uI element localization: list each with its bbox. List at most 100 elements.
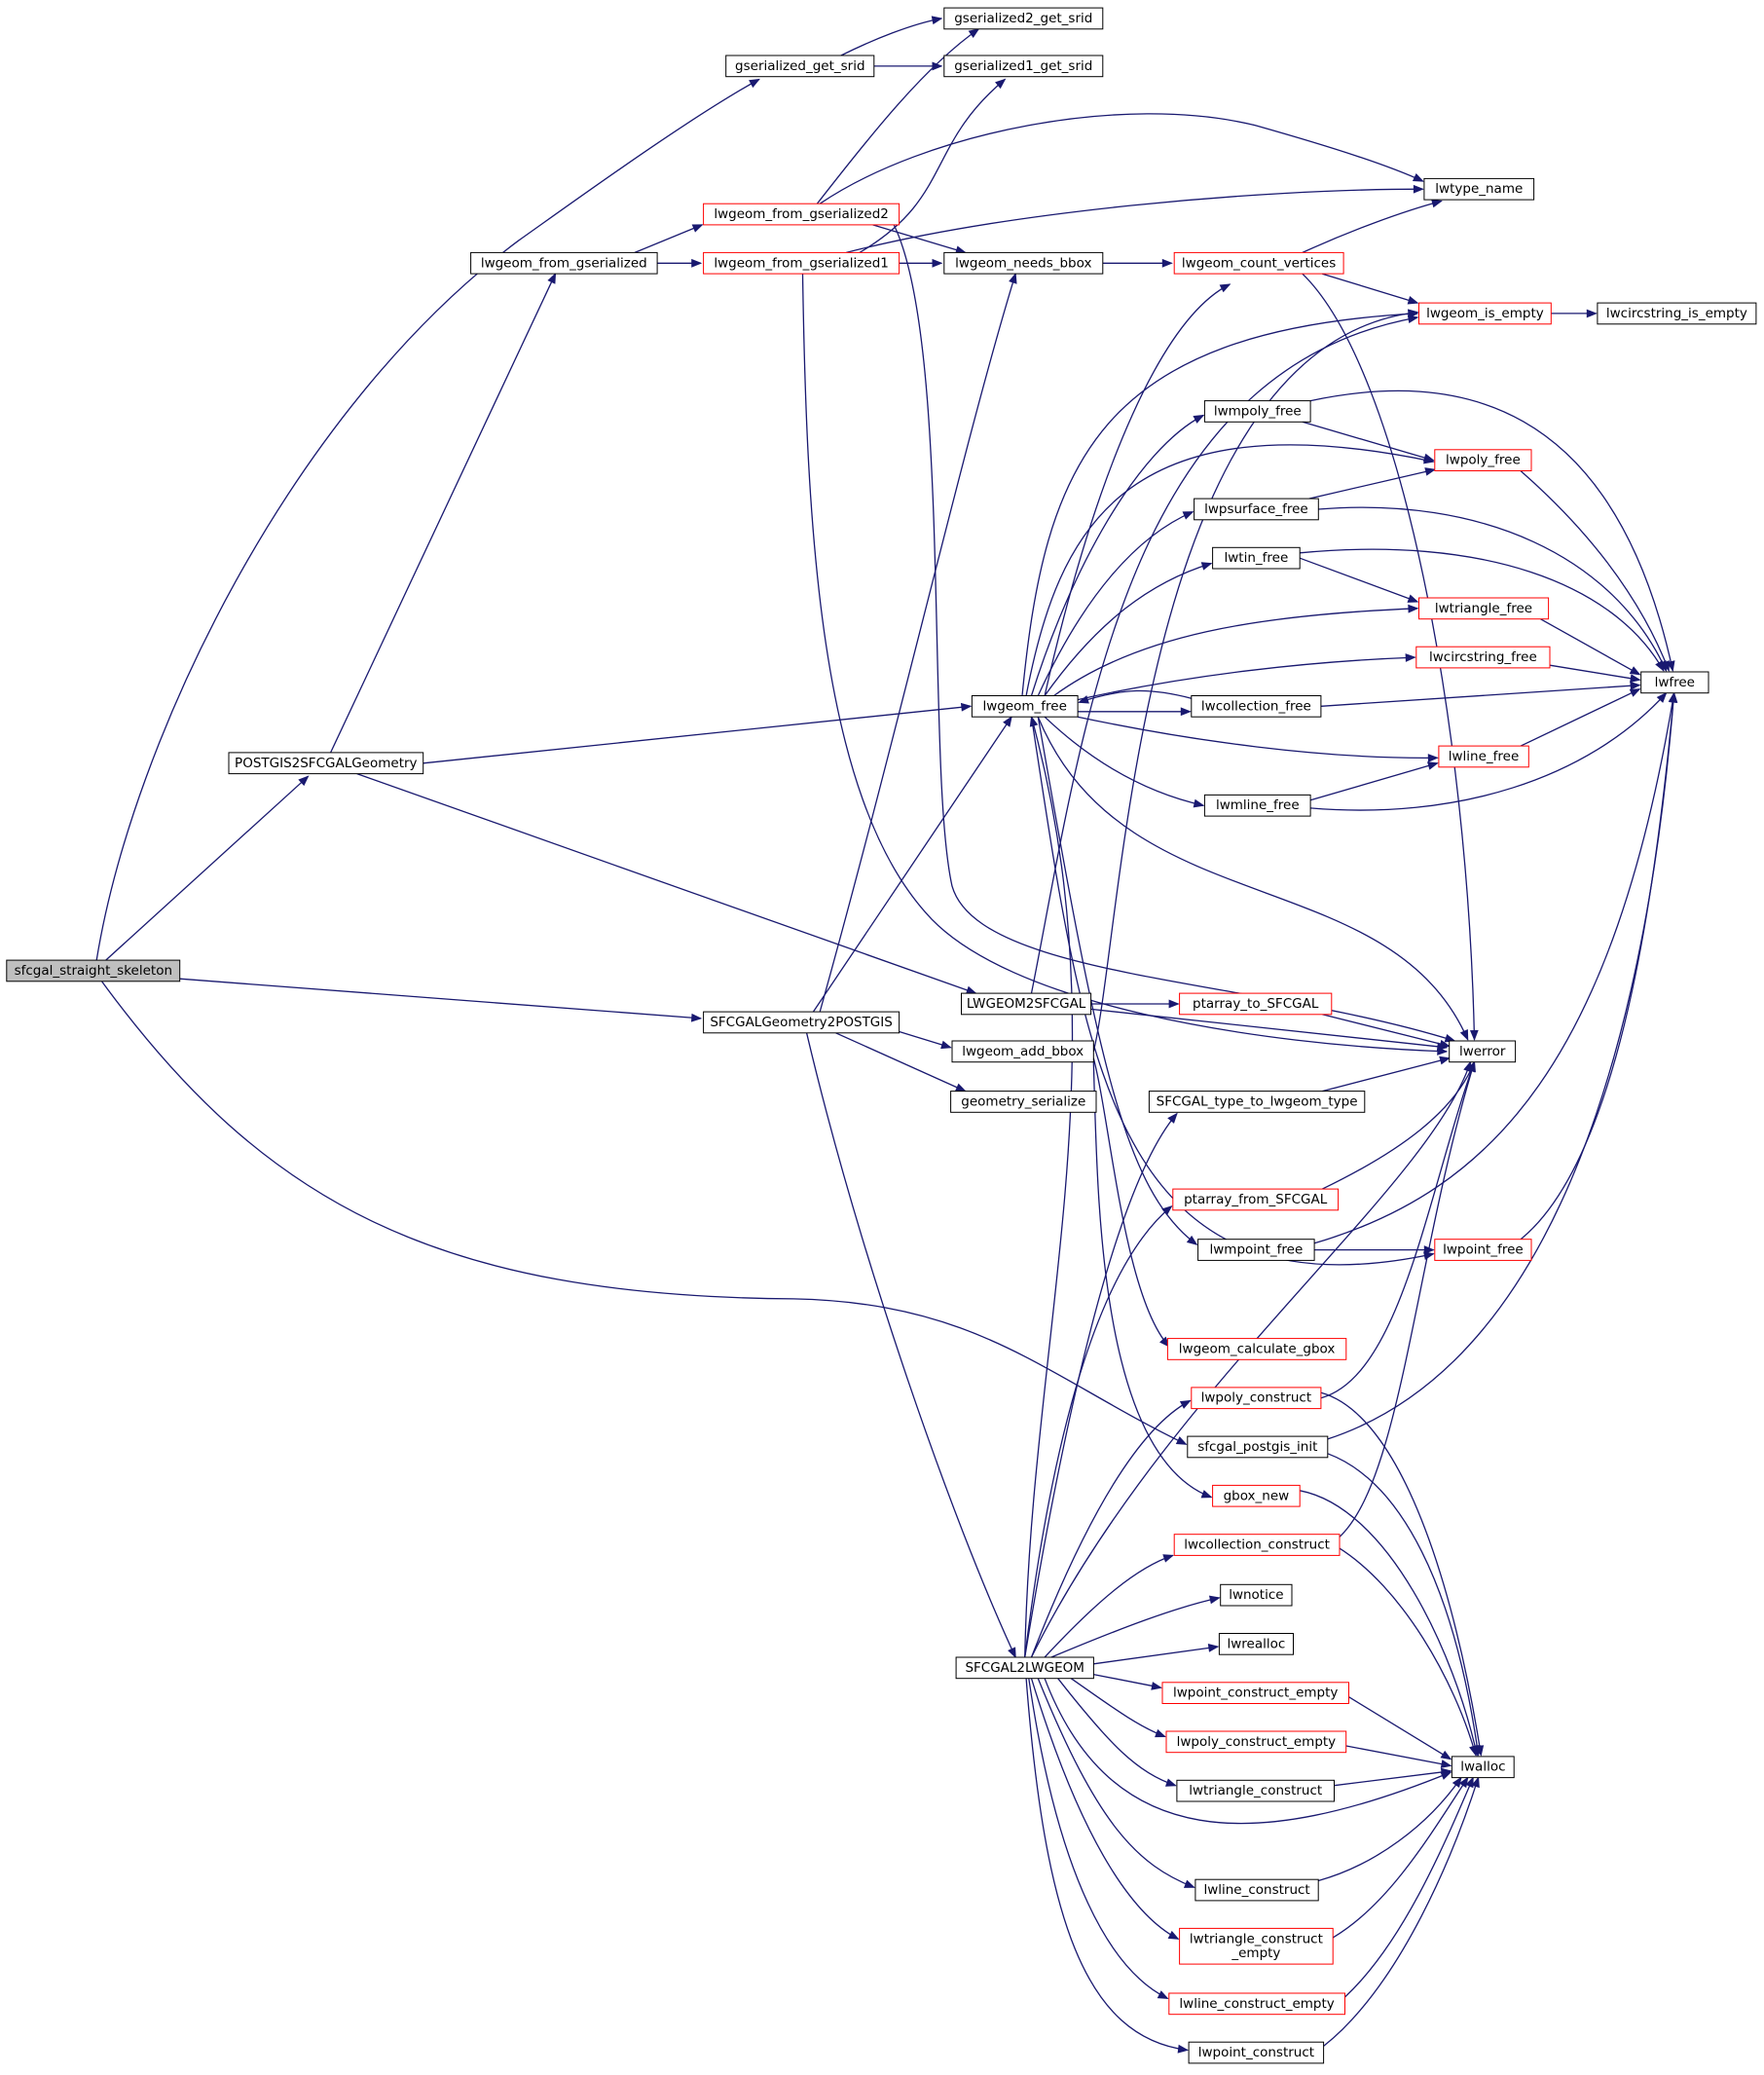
edge-lwpoly_construct_empty-to-lwalloc bbox=[1345, 1745, 1452, 1768]
node-POSTGIS2SFCGALGeometry[interactable]: POSTGIS2SFCGALGeometry bbox=[228, 752, 424, 775]
node-box bbox=[955, 1656, 1094, 1680]
edge-line bbox=[835, 1032, 966, 1093]
node-ptarray_from_SFCGAL[interactable]: ptarray_from_SFCGAL bbox=[1172, 1188, 1340, 1211]
node-box bbox=[1173, 1534, 1341, 1556]
node-label: ptarray_to_SFCGAL bbox=[1193, 996, 1319, 1012]
node-lwcircstring_is_empty[interactable]: lwcircstring_is_empty bbox=[1597, 302, 1757, 325]
node-lwline_construct_empty[interactable]: lwline_construct_empty bbox=[1168, 1992, 1346, 2016]
node-lwrealloc[interactable]: lwrealloc bbox=[1218, 1633, 1295, 1655]
node-lwgeom_free[interactable]: lwgeom_free bbox=[971, 695, 1079, 718]
node-SFCGALGeometry2POSTGIS[interactable]: SFCGALGeometry2POSTGIS bbox=[703, 1011, 900, 1034]
node-lwpoly_free[interactable]: lwpoly_free bbox=[1434, 449, 1532, 471]
arrowhead bbox=[1161, 258, 1173, 268]
arrowhead bbox=[1407, 315, 1419, 324]
node-label: gserialized1_get_srid bbox=[954, 58, 1092, 74]
node-lwline_construct[interactable]: lwline_construct bbox=[1194, 1878, 1319, 1902]
node-box bbox=[1148, 1091, 1366, 1113]
arrowhead bbox=[1629, 666, 1641, 676]
edge-lwpoint_free-to-lwfree bbox=[1520, 691, 1678, 1241]
edge-line bbox=[356, 772, 976, 994]
node-box bbox=[1191, 1387, 1322, 1410]
arrowhead bbox=[691, 258, 703, 268]
node-lwgeom_add_bbox[interactable]: lwgeom_add_bbox bbox=[951, 1040, 1094, 1063]
node-gserialized2_get_srid[interactable]: gserialized2_get_srid bbox=[943, 7, 1104, 30]
node-box bbox=[1438, 745, 1529, 768]
node-sfcgal_postgis_init[interactable]: sfcgal_postgis_init bbox=[1187, 1435, 1329, 1459]
edge-line bbox=[1322, 273, 1418, 304]
edge-line bbox=[1030, 1678, 1179, 1940]
node-lwfree[interactable]: lwfree bbox=[1640, 671, 1709, 694]
node-lwline_free[interactable]: lwline_free bbox=[1438, 745, 1529, 768]
node-box bbox=[1165, 1730, 1347, 1754]
edge-LWGEOM2SFCGAL-to-lwgeom_is_empty bbox=[1030, 315, 1419, 994]
node-label: lwnotice bbox=[1229, 1587, 1283, 1603]
node-lwpoint_free[interactable]: lwpoint_free bbox=[1434, 1239, 1532, 1261]
edge-SFCGAL2LWGEOM-to-lwerror bbox=[1030, 1060, 1472, 1658]
node-box bbox=[1449, 1040, 1517, 1063]
node-lwmpoly_free[interactable]: lwmpoly_free bbox=[1203, 400, 1311, 423]
arrowhead bbox=[1463, 1060, 1472, 1073]
node-box bbox=[943, 251, 1104, 275]
node-gbox_new[interactable]: gbox_new bbox=[1212, 1484, 1301, 1507]
edge-lwpsurface_free-to-lwfree bbox=[1318, 506, 1668, 672]
node-lwtype_name[interactable]: lwtype_name bbox=[1423, 177, 1535, 201]
node-lwmline_free[interactable]: lwmline_free bbox=[1203, 794, 1311, 817]
node-lwtriangle_construct[interactable]: lwtriangle_construct bbox=[1176, 1779, 1336, 1802]
edge-lwgeom_add_bbox-to-gbox_new bbox=[1092, 1061, 1213, 1499]
node-label: SFCGAL_type_to_lwgeom_type bbox=[1157, 1094, 1358, 1110]
node-lwpsurface_free[interactable]: lwpsurface_free bbox=[1194, 498, 1319, 521]
edge-line bbox=[1520, 692, 1675, 1241]
node-lwgeom_calculate_gbox[interactable]: lwgeom_calculate_gbox bbox=[1166, 1338, 1347, 1360]
node-LWGEOM2SFCGAL[interactable]: LWGEOM2SFCGAL bbox=[961, 992, 1092, 1016]
node-lwgeom_count_vertices[interactable]: lwgeom_count_vertices bbox=[1173, 251, 1344, 275]
node-lwcollection_construct[interactable]: lwcollection_construct bbox=[1173, 1534, 1341, 1556]
node-box bbox=[951, 1040, 1094, 1063]
node-box bbox=[1597, 302, 1757, 325]
edge-lwgeom_free-to-lwcollection_free bbox=[1078, 707, 1192, 717]
edge-line bbox=[1549, 664, 1640, 681]
node-lwpoint_construct[interactable]: lwpoint_construct bbox=[1188, 2041, 1325, 2064]
node-lwerror[interactable]: lwerror bbox=[1449, 1040, 1517, 1063]
node-lwalloc[interactable]: lwalloc bbox=[1451, 1756, 1515, 1779]
node-lwgeom_needs_bbox[interactable]: lwgeom_needs_bbox bbox=[943, 251, 1104, 275]
node-lwcollection_free[interactable]: lwcollection_free bbox=[1191, 695, 1322, 718]
node-lwgeom_from_gserialized1[interactable]: lwgeom_from_gserialized1 bbox=[703, 251, 900, 275]
node-lwcircstring_free[interactable]: lwcircstring_free bbox=[1415, 646, 1551, 669]
edge-line bbox=[1327, 1453, 1480, 1756]
edge-lwgeom_from_gserialized-to-lwgeom_from_gserialized1 bbox=[657, 258, 703, 268]
node-box bbox=[1194, 1878, 1319, 1902]
arrowhead bbox=[1183, 1879, 1195, 1888]
node-lwtriangle_free[interactable]: lwtriangle_free bbox=[1418, 597, 1550, 620]
node-lwmpoint_free[interactable]: lwmpoint_free bbox=[1197, 1239, 1315, 1261]
node-box bbox=[703, 251, 900, 275]
node-lwgeom_is_empty[interactable]: lwgeom_is_empty bbox=[1418, 302, 1552, 325]
node-SFCGAL2LWGEOM[interactable]: SFCGAL2LWGEOM bbox=[955, 1656, 1094, 1680]
node-sfcgal_straight_skeleton[interactable]: sfcgal_straight_skeleton bbox=[6, 959, 181, 982]
node-lwpoly_construct[interactable]: lwpoly_construct bbox=[1191, 1387, 1322, 1410]
node-lwpoly_construct_empty[interactable]: lwpoly_construct_empty bbox=[1165, 1730, 1347, 1754]
arrowhead bbox=[1167, 1112, 1178, 1124]
arrowhead bbox=[1629, 688, 1641, 697]
edge-line bbox=[1520, 470, 1670, 671]
edge-line bbox=[1037, 1678, 1194, 1888]
node-box bbox=[1423, 177, 1535, 201]
node-lwnotice[interactable]: lwnotice bbox=[1220, 1583, 1293, 1607]
edge-line bbox=[1044, 562, 1212, 696]
node-gserialized1_get_srid[interactable]: gserialized1_get_srid bbox=[943, 55, 1104, 78]
node-lwtriangle_construct_empty[interactable]: lwtriangle_construct_empty bbox=[1179, 1927, 1334, 1965]
node-geometry_serialize[interactable]: geometry_serialize bbox=[950, 1091, 1097, 1113]
node-gserialized_get_srid[interactable]: gserialized_get_srid bbox=[725, 55, 875, 78]
arrowhead bbox=[1009, 272, 1017, 284]
arrowhead bbox=[1655, 660, 1665, 672]
node-lwtin_free[interactable]: lwtin_free bbox=[1212, 546, 1301, 570]
node-lwgeom_from_gserialized[interactable]: lwgeom_from_gserialized bbox=[470, 251, 658, 275]
edge-lwgeom_from_gserialized2-to-lwtype_name bbox=[819, 113, 1424, 204]
edge-lwcollection_free-to-lwfree bbox=[1320, 681, 1641, 707]
node-SFCGAL_type_to_lwgeom_type[interactable]: SFCGAL_type_to_lwgeom_type bbox=[1148, 1091, 1366, 1113]
node-ptarray_to_SFCGAL[interactable]: ptarray_to_SFCGAL bbox=[1179, 992, 1333, 1016]
node-lwgeom_from_gserialized2[interactable]: lwgeom_from_gserialized2 bbox=[703, 203, 900, 226]
node-lwpoint_construct_empty[interactable]: lwpoint_construct_empty bbox=[1161, 1682, 1349, 1705]
edge-line bbox=[1079, 689, 1192, 703]
arrowhead bbox=[1186, 1235, 1198, 1246]
edge-line bbox=[1345, 1745, 1452, 1767]
